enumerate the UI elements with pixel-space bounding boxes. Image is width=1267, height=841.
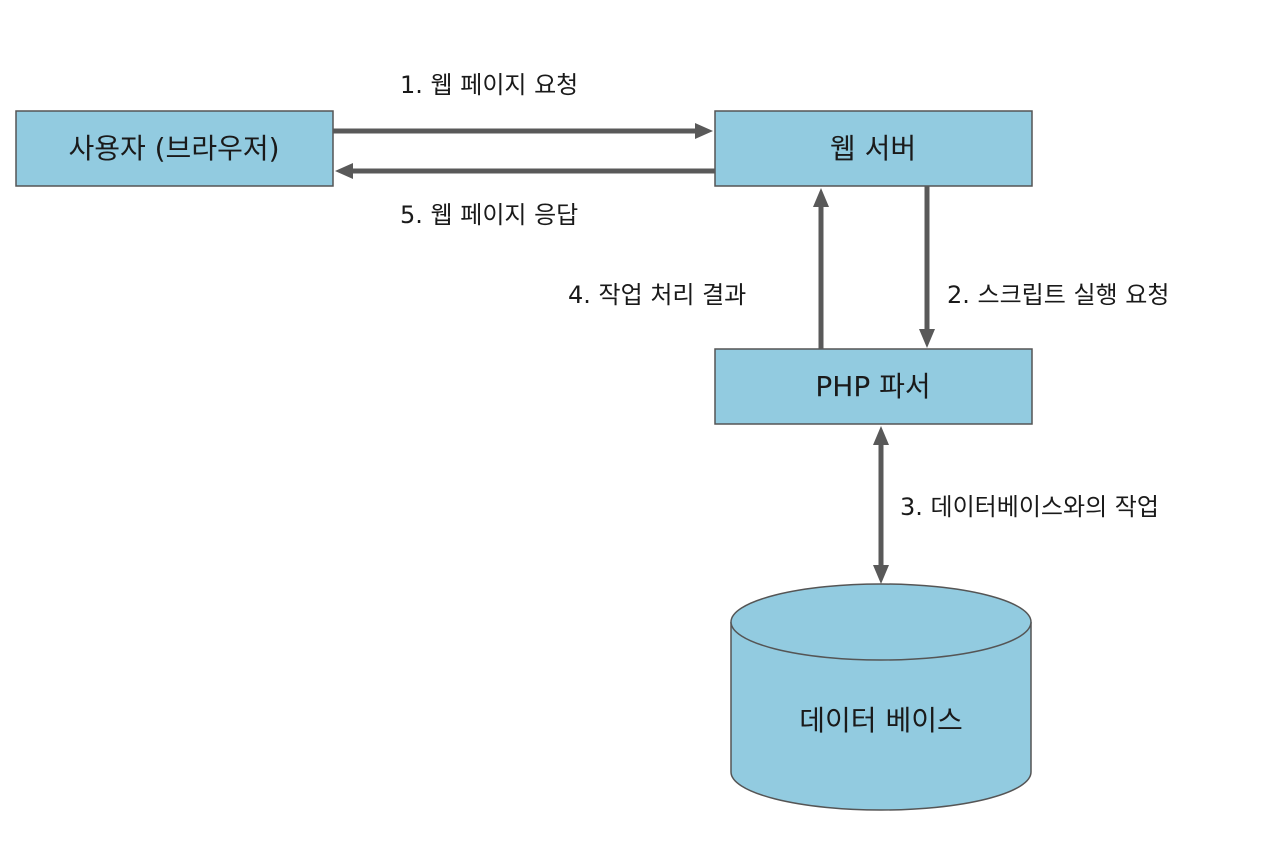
web-server-node: 웹 서버 [714,110,1033,187]
database-cylinder-body [730,622,1032,811]
database-label: 데이터 베이스 [799,704,962,737]
arrow-head-up [813,188,829,207]
web-server-box [714,110,1033,187]
arrow-processing-result [813,188,829,349]
step3-label: 3. 데이터베이스와의 작업 [900,493,1159,521]
user-browser-node: 사용자 (브라우저) [15,110,334,187]
arrow-head-up [873,426,889,445]
arrow-web-page-response [335,163,715,179]
database-node: 데이터 베이스 [730,583,1032,811]
step4-label: 4. 작업 처리 결과 [568,281,746,309]
user-browser-label: 사용자 (브라우저) [68,132,279,165]
php-parser-box [714,348,1033,425]
arrow-script-execution-request [919,186,935,348]
step5-label: 5. 웹 페이지 응답 [400,201,578,229]
php-parser-node: PHP 파서 [714,348,1033,425]
php-parser-label: PHP 파서 [815,370,930,403]
arrow-head-down [919,329,935,348]
arrow-head-right [695,123,713,139]
web-server-label: 웹 서버 [830,132,916,165]
database-cylinder-top [730,583,1032,661]
arrow-web-page-request [333,123,713,139]
step2-label: 2. 스크립트 실행 요청 [947,281,1169,309]
user-browser-box [15,110,334,187]
arrow-head-left [335,163,353,179]
arrow-database-operation [873,426,889,584]
step1-label: 1. 웹 페이지 요청 [400,71,578,99]
arrow-head-down [873,565,889,584]
